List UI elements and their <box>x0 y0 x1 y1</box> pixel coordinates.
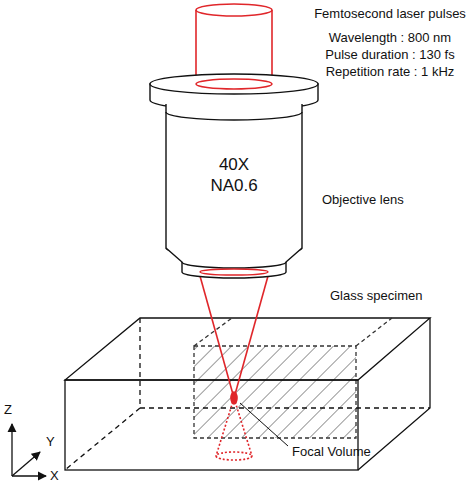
part-name: Glass specimen <box>330 288 422 304</box>
spec-text: Wavelength : 800 nm <box>329 30 451 46</box>
focused-beam <box>200 276 268 460</box>
axis-label: Z <box>4 402 12 418</box>
glass-specimen <box>65 318 430 470</box>
part-name: Focal Volume <box>292 444 371 460</box>
laser-beam <box>196 4 272 78</box>
leader-line <box>240 403 288 446</box>
part-name: Objective lens <box>322 192 404 208</box>
spec-text: Repetition rate : 1 kHz <box>326 64 455 80</box>
objective-lens <box>150 74 318 278</box>
axis-label: Y <box>46 434 55 450</box>
axes <box>12 424 46 476</box>
axis-label: X <box>50 468 59 484</box>
spec-text: Femtosecond laser pulses <box>314 6 466 22</box>
lens-text: 40X <box>210 154 257 175</box>
spec-text: Pulse duration : 130 fs <box>325 47 454 63</box>
lens-text: NA0.6 <box>210 175 257 196</box>
lens-label: 40XNA0.6 <box>202 150 265 200</box>
